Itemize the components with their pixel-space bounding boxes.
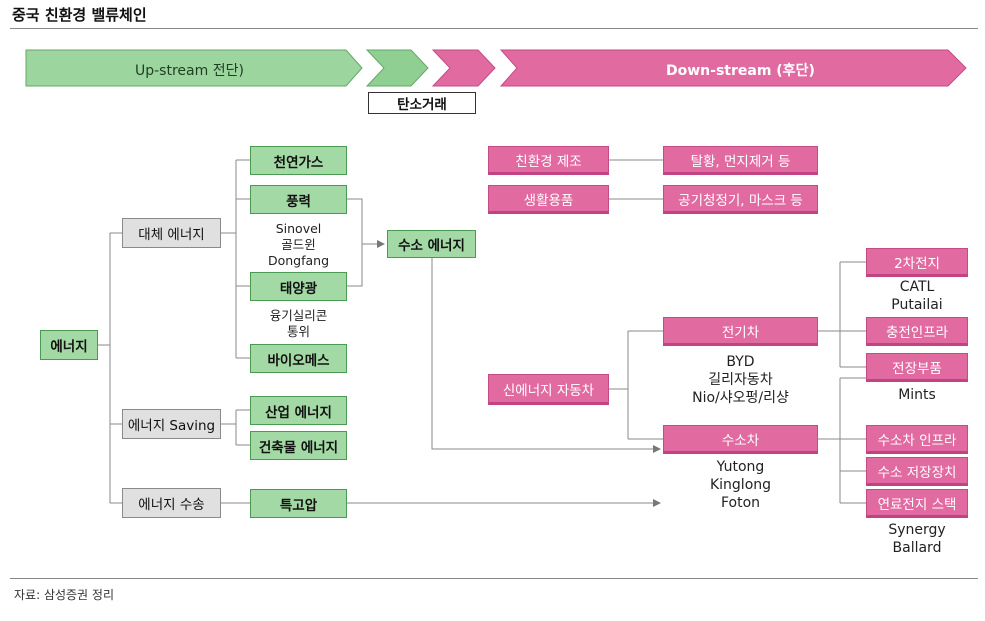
h2-storage-node: 수소 저장장치	[866, 457, 968, 486]
wind-companies: Sinovel 골드윈 Dongfang	[250, 221, 347, 269]
h2-infra-node: 수소차 인프라	[866, 425, 968, 454]
air-purifier-node: 공기청정기, 마스크 등	[663, 185, 818, 214]
desulfur-node: 탈황, 먼지제거 등	[663, 146, 818, 175]
solar-companies: 융기실리콘 통위	[250, 308, 347, 340]
uhv-node: 특고압	[250, 489, 347, 518]
company-label: Nio/샤오펑/리샹	[692, 390, 789, 406]
stack-companies: Synergy Ballard	[866, 521, 968, 557]
parts-companies: Mints	[866, 386, 968, 404]
solar-node: 태양광	[250, 272, 347, 301]
industrial-energy-node: 산업 에너지	[250, 396, 347, 425]
natural-gas-node: 천연가스	[250, 146, 347, 175]
company-label: Yutong	[716, 459, 765, 475]
company-label: Dongfang	[267, 253, 330, 268]
battery-companies: CATL Putailai	[866, 278, 968, 314]
company-label: Putailai	[891, 297, 943, 313]
hydrogen-energy-node: 수소 에너지	[387, 230, 476, 258]
building-energy-node: 건축물 에너지	[250, 431, 347, 460]
parts-node: 전장부품	[866, 353, 968, 382]
company-label: Sinovel	[275, 221, 322, 236]
upstream-banner-label: Up-stream 전단)	[135, 63, 244, 79]
battery-node: 2차전지	[866, 248, 968, 277]
biomass-node: 바이오메스	[250, 344, 347, 373]
bottom-divider	[10, 578, 978, 579]
company-label: Foton	[720, 495, 761, 511]
source-note: 자료: 삼성증권 정리	[14, 588, 114, 602]
fuel-stack-node: 연료전지 스택	[866, 489, 968, 518]
transition-chevron-shape	[365, 49, 429, 87]
company-label: 골드윈	[281, 237, 316, 252]
ev-companies: BYD 길리자동차 Nio/샤오펑/리샹	[663, 353, 818, 407]
eco-manufacturing-node: 친환경 제조	[488, 146, 609, 175]
pink-chevron-shape	[431, 49, 496, 87]
energy-saving-node: 에너지 Saving	[122, 409, 221, 439]
fcv-companies: Yutong Kinglong Foton	[663, 458, 818, 512]
company-label: BYD	[726, 354, 755, 370]
company-label: Ballard	[892, 540, 942, 556]
wind-node: 풍력	[250, 185, 347, 214]
company-label: Mints	[898, 387, 936, 403]
fcv-node: 수소차	[663, 425, 818, 454]
page-title: 중국 친환경 밸류체인	[12, 6, 147, 24]
energy-transport-node: 에너지 수송	[122, 488, 221, 518]
company-label: 융기실리콘	[269, 308, 328, 323]
downstream-banner-label: Down-stream (후단)	[666, 63, 815, 79]
carbon-trading-box: 탄소거래	[368, 92, 476, 114]
downstream-banner-shape	[499, 49, 967, 87]
company-label: Kinglong	[709, 477, 772, 493]
energy-node: 에너지	[40, 330, 98, 360]
alt-energy-node: 대체 에너지	[122, 218, 221, 248]
company-label: 길리자동차	[708, 372, 773, 388]
company-label: 통위	[286, 324, 310, 339]
top-divider	[10, 28, 978, 29]
upstream-banner-shape	[25, 49, 363, 87]
nev-node: 신에너지 자동차	[488, 374, 609, 405]
ev-node: 전기차	[663, 317, 818, 346]
charging-node: 충전인프라	[866, 317, 968, 346]
company-label: CATL	[899, 279, 935, 295]
company-label: Synergy	[888, 522, 946, 538]
daily-goods-node: 생활용품	[488, 185, 609, 214]
